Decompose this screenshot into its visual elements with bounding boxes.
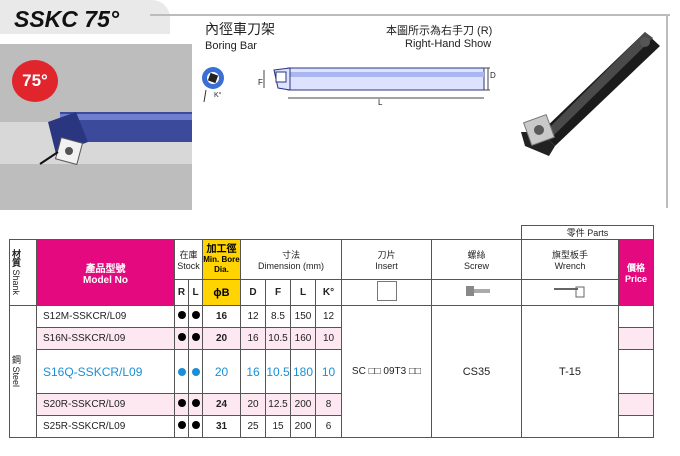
product-title-zh: 內徑車刀架 [205, 21, 275, 37]
steel-cell: 鋼 Steel [9, 305, 37, 438]
col-l: L [188, 279, 203, 306]
insert-orientation-icon [202, 67, 224, 103]
wrench-value: T-15 [521, 305, 619, 438]
col-k: K° [315, 279, 342, 306]
stock-dot-r [177, 421, 186, 429]
insert-icon [376, 281, 397, 301]
wrench-icon [554, 286, 585, 298]
wrench-icon-cell [521, 279, 619, 306]
right-hand-note-en: Right-Hand Show [405, 38, 492, 50]
model-cell: S20R-SSKCR/L09 [36, 393, 175, 416]
screw-icon [465, 286, 490, 296]
model-cell: S16Q-SSKCR/L09 [36, 349, 175, 394]
col-lm: L [290, 279, 316, 306]
model-cell: S16N-SSKCR/L09 [36, 327, 175, 350]
stock-dot-l [191, 367, 200, 376]
product-photo [0, 44, 192, 210]
stock-dot-l [191, 311, 200, 319]
col-b: ϕB [202, 279, 241, 306]
table-row: S16Q-SSKCR/L09 20 16 10.5 180 10 [10, 349, 655, 394]
col-d: D [240, 279, 266, 306]
price-cell [618, 305, 654, 328]
stock-dot-r [177, 399, 186, 407]
stock-dot-r [177, 333, 186, 341]
stock-dot-l [191, 399, 200, 407]
price-cell [618, 327, 654, 350]
col-r: R [174, 279, 189, 306]
price-cell [618, 349, 654, 394]
stock-dot-r [177, 311, 186, 319]
screw-value: CS35 [431, 305, 522, 438]
col-f: F [265, 279, 291, 306]
page-title: SSKC 75° [14, 6, 120, 32]
stock-dot-l [191, 333, 200, 341]
right-hand-note-zh: 本圖所示為右手刀 (R) [386, 25, 493, 37]
price-cell [618, 393, 654, 416]
product-render [521, 32, 660, 156]
shank-header: 材質 Shank [9, 239, 37, 306]
model-cell: S12M-SSKCR/L09 [36, 305, 175, 328]
dim-label-f: F [258, 78, 263, 87]
table-row: 鋼 Steel S12M-SSKCR/L09 16 12 8.5 150 12 … [9, 305, 655, 438]
title-tab [0, 0, 170, 34]
dim-label-d: D [490, 71, 496, 80]
dim-label-l: L [378, 98, 383, 107]
angle-badge: 75° [12, 60, 58, 102]
insert-icon-cell [341, 279, 432, 306]
dim-label-k: K° [214, 92, 222, 99]
header-rule [150, 14, 670, 16]
header-rule-vertical [666, 14, 668, 208]
insert-value: SC □□ 09T3 □□ [341, 305, 432, 438]
stock-dot-r [177, 367, 186, 376]
table-row: S25R-SSKCR/L09 31 25 15 200 6 [10, 415, 655, 438]
screw-icon-cell [431, 279, 522, 306]
stock-dot-l [191, 421, 200, 429]
price-cell [618, 415, 654, 438]
product-title-en: Boring Bar [205, 40, 257, 52]
parts-header: 零件 Parts [521, 225, 654, 240]
model-cell: S25R-SSKCR/L09 [36, 415, 175, 438]
dimension-diagram [263, 67, 490, 99]
